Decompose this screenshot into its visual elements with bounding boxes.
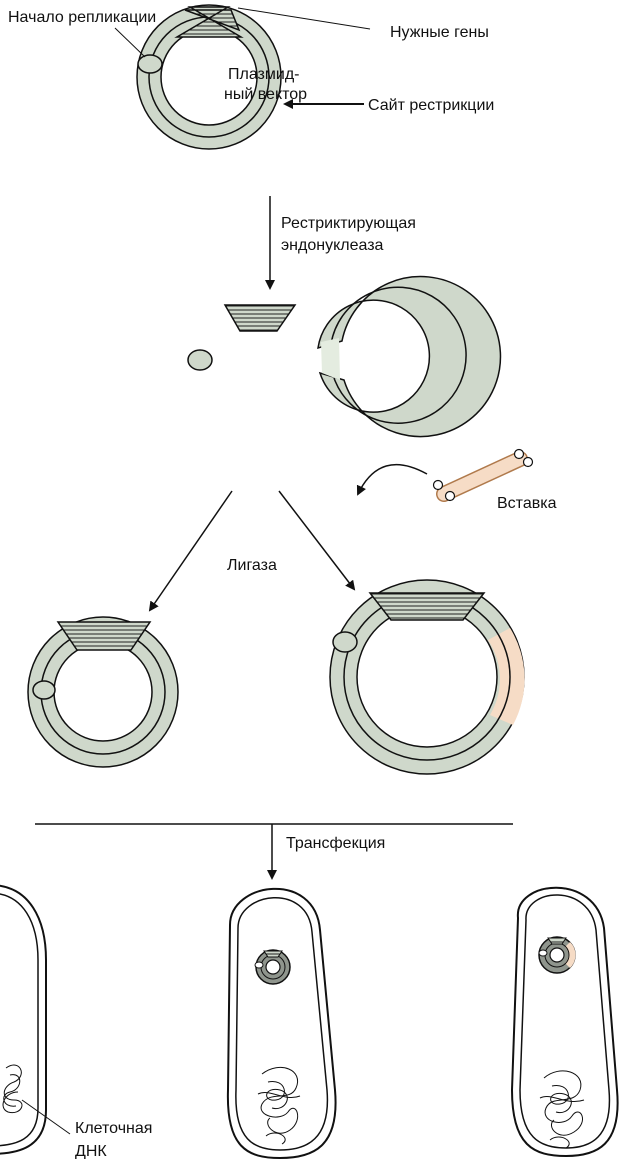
label-enzyme-line2: эндонуклеаза bbox=[281, 237, 384, 254]
label-origin-of-replication: Начало репликации bbox=[8, 9, 156, 26]
label-plasmid-line2: ный вектор bbox=[224, 86, 307, 103]
small-plasmid-3 bbox=[539, 937, 576, 973]
insert-segment bbox=[488, 628, 525, 725]
recombinant-plasmid bbox=[330, 580, 525, 774]
cut-plasmid-ring bbox=[318, 277, 500, 437]
cut-origin-mark bbox=[188, 350, 212, 370]
ligase-arrow-left bbox=[150, 491, 232, 610]
label-needed-genes: Нужные гены bbox=[390, 24, 489, 41]
small-plasmid-2 bbox=[255, 950, 290, 984]
cell-with-recombinant-plasmid bbox=[512, 888, 618, 1156]
religated-plasmid bbox=[28, 617, 178, 767]
insert-curved-arrow bbox=[358, 465, 427, 494]
ligase-arrow-right bbox=[279, 491, 354, 589]
cut-genes-segment bbox=[225, 305, 295, 331]
cell-dna-coil-1 bbox=[3, 1065, 22, 1113]
label-plasmid-line1: Плазмид- bbox=[228, 66, 300, 83]
cut-plasmid bbox=[188, 277, 500, 437]
label-enzyme-line1: Рестриктирующая bbox=[281, 215, 416, 232]
dna-insert bbox=[434, 450, 533, 501]
label-insert: Вставка bbox=[497, 495, 557, 512]
label-cell-dna-line1: Клеточная bbox=[75, 1120, 152, 1137]
origin-of-replication-mark bbox=[138, 55, 162, 73]
cell-with-plasmid bbox=[228, 889, 336, 1158]
label-cell-dna-line2: ДНК bbox=[75, 1143, 107, 1159]
label-transfection: Трансфекция bbox=[286, 835, 385, 852]
label-ligase: Лигаза bbox=[227, 557, 277, 574]
cell-dna-coil-3 bbox=[540, 1071, 584, 1148]
cell-untransfected bbox=[0, 885, 70, 1154]
cell-dna-coil-2 bbox=[258, 1067, 300, 1144]
label-restriction-site: Сайт рестрикции bbox=[368, 97, 494, 114]
